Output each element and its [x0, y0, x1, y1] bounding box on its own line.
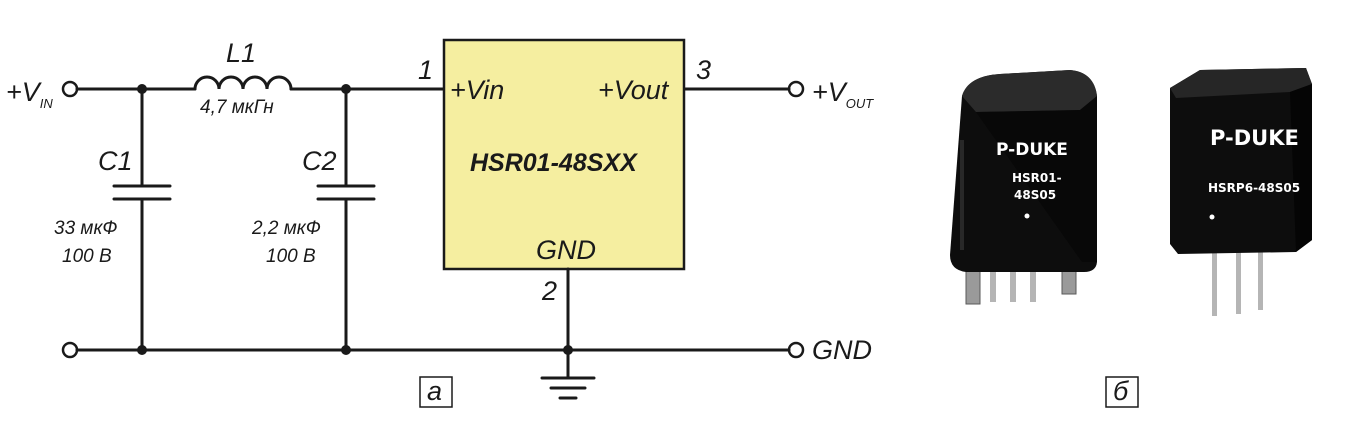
panel-label-box-b [1105, 376, 1139, 408]
label-pin1: 1 [418, 55, 433, 85]
panel-label-box-a [419, 376, 453, 408]
panel-label-a: а [427, 376, 442, 406]
module1-body: P-DUKE HSR01- 48S05 [950, 70, 1097, 272]
label-c2-name: C2 [302, 146, 337, 176]
label-c2-value: 2,2 мкФ [251, 218, 321, 239]
module1-text-line2: 48S05 [1014, 188, 1056, 202]
module2-brand: P-DUKE [1210, 126, 1299, 150]
junction-dot [137, 84, 147, 94]
label-c2-voltage: 100 В [266, 246, 316, 267]
module1-brand: P-DUKE [996, 140, 1068, 160]
label-pin2: 2 [541, 276, 557, 306]
inductor-l1 [193, 75, 293, 91]
module2-pins [1212, 244, 1263, 316]
label-ic-gnd: GND [536, 235, 596, 265]
junction-dot [137, 345, 147, 355]
junction-dot [341, 345, 351, 355]
junction-dot [341, 84, 351, 94]
module2-text-line1: HSRP6-48S05 [1208, 181, 1300, 195]
terminal-gnd-out [787, 341, 805, 359]
product-photo: P-DUKE HSR01- 48S05 P-DUKE HSRP6-48S05 б [950, 68, 1312, 408]
label-pin3: 3 [696, 55, 711, 85]
module2-body: P-DUKE HSRP6-48S05 [1170, 68, 1312, 254]
label-ic-vin: +Vin [450, 75, 504, 105]
label-c1-voltage: 100 В [62, 246, 112, 267]
label-vin: +VIN [6, 77, 53, 111]
terminal-vin [61, 80, 79, 98]
label-l1-value: 4,7 мкГн [200, 97, 274, 118]
panel-label-b: б [1113, 376, 1129, 406]
label-vout: +VOUT [812, 77, 874, 111]
schematic: +VIN +VOUT GND L1 4,7 мкГн C1 33 мкФ 100… [6, 38, 874, 408]
label-c1-name: C1 [98, 146, 133, 176]
ic-body [442, 38, 686, 271]
label-l1-name: L1 [226, 38, 256, 68]
terminal-vout [787, 80, 805, 98]
label-ic-vout: +Vout [598, 75, 670, 105]
label-c1-value: 33 мкФ [54, 218, 118, 239]
terminal-vin-gnd [61, 341, 79, 359]
label-gnd-out: GND [812, 335, 872, 365]
module1-text-line1: HSR01- [1012, 171, 1062, 185]
label-ic-name: HSR01-48SXX [470, 149, 638, 177]
